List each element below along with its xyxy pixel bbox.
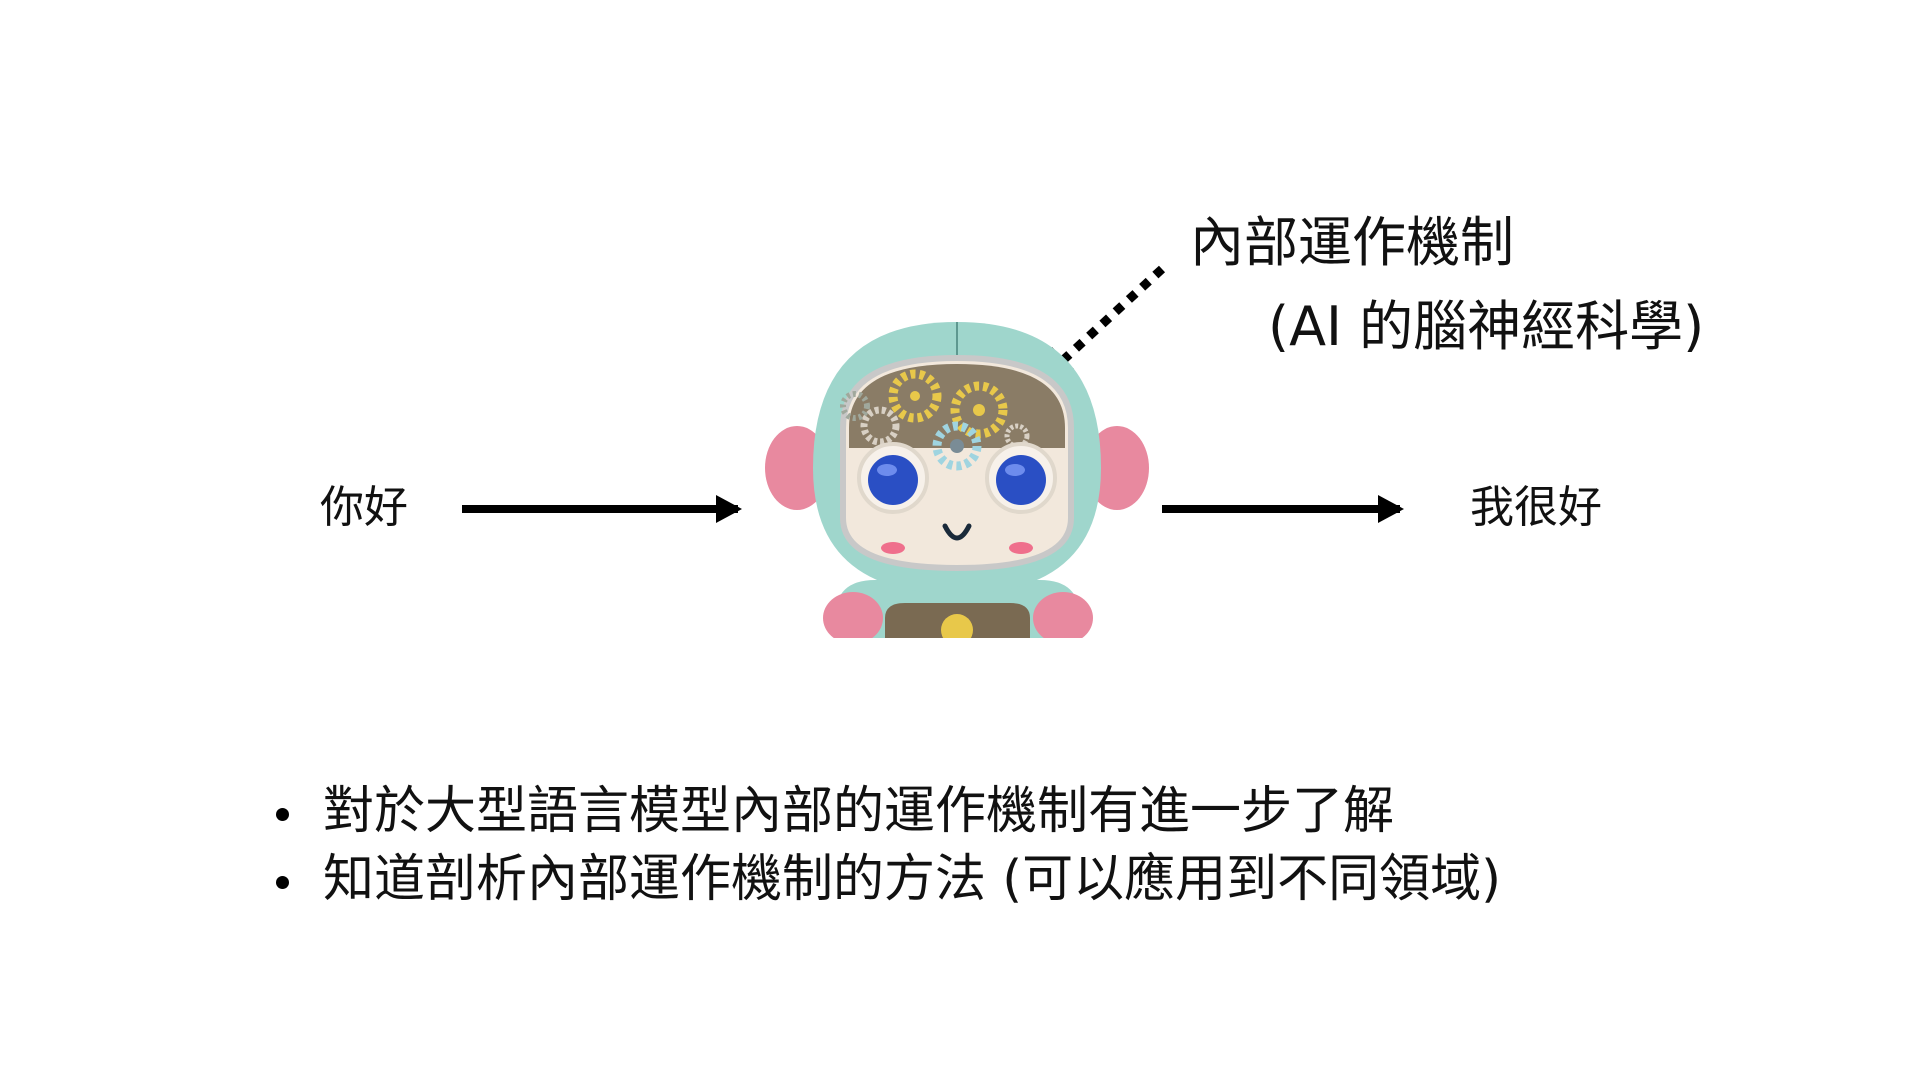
annotation-title: 內部運作機制 [1190, 211, 1514, 274]
output-text: 我很好 [1470, 482, 1602, 533]
bullet-item: 知道剖析內部運作機制的方法 (可以應用到不同領域) [276, 846, 1501, 914]
annotation-subtitle: (AI 的腦神經科學) [1268, 295, 1705, 358]
input-arrow-icon [462, 495, 742, 523]
bullet-dot-icon [276, 875, 289, 889]
bullet-dot-icon [276, 807, 289, 821]
bullet-text: 知道剖析內部運作機制的方法 (可以應用到不同領域) [323, 850, 1502, 909]
bullet-text: 對於大型語言模型內部的運作機制有進一步了解 [323, 782, 1395, 841]
output-arrow-icon [1162, 495, 1404, 523]
input-text: 你好 [320, 482, 408, 533]
bullet-item: 對於大型語言模型內部的運作機制有進一步了解 [276, 778, 1501, 846]
robot-illustration [765, 322, 1149, 638]
bullet-list: 對於大型語言模型內部的運作機制有進一步了解 知道剖析內部運作機制的方法 (可以應… [276, 778, 1501, 914]
